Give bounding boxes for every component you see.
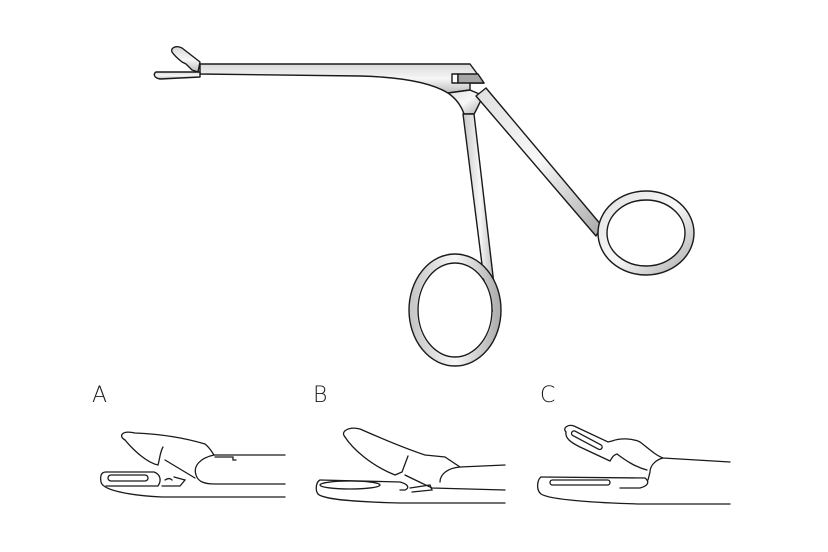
lower-jaw-tip	[153, 71, 201, 80]
shaft-shadow	[457, 73, 485, 84]
shaft-notch	[451, 73, 459, 84]
panel-label-b: B	[313, 383, 328, 408]
forceps-shaft	[199, 63, 485, 94]
forceps-main	[153, 46, 695, 367]
detail-c	[536, 424, 731, 505]
panel-label-a: A	[92, 383, 108, 408]
right-handle-arm	[475, 87, 603, 237]
detail-a	[100, 431, 286, 498]
upper-jaw-cup	[170, 46, 201, 73]
detail-b	[315, 427, 506, 504]
panel-label-c: C	[540, 383, 556, 408]
